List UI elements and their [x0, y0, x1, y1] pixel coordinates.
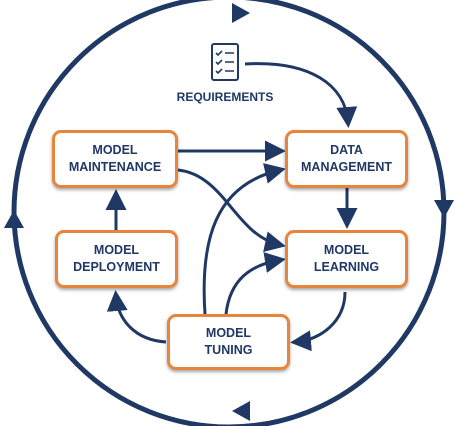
node-line: MODEL	[93, 243, 140, 257]
arrow-tuning-to-learning	[224, 252, 286, 315]
node-line: MODEL	[205, 326, 252, 340]
arrow-requirements-to-data-management	[244, 62, 358, 128]
cycle-arrowhead-right	[434, 200, 454, 218]
requirements-label: REQUIREMENTS	[176, 90, 274, 104]
node-model-tuning: MODEL TUNING	[167, 314, 290, 370]
checklist-icon	[211, 43, 239, 81]
arrow-learning-to-tuning	[290, 291, 347, 352]
arrow-maintenance-to-learning	[177, 168, 286, 252]
node-line: LEARNING	[313, 260, 380, 274]
node-line: MAINTENANCE	[68, 160, 162, 174]
arrow-tuning-to-deployment	[106, 290, 167, 344]
arrow-tuning-to-data-management	[202, 163, 286, 315]
node-model-deployment: MODEL DEPLOYMENT	[55, 230, 178, 288]
cycle-arrowhead-top	[232, 3, 250, 23]
node-line: DATA	[330, 143, 363, 157]
node-line: DEPLOYMENT	[73, 260, 160, 274]
node-data-management: DATA MANAGEMENT	[285, 130, 408, 188]
node-line: TUNING	[204, 343, 253, 357]
node-line: MODEL	[92, 143, 138, 157]
node-line: MODEL	[323, 243, 370, 257]
node-line: MANAGEMENT	[301, 160, 392, 174]
cycle-arrowhead-left	[4, 210, 24, 228]
cycle-arrowhead-bottom	[232, 401, 250, 421]
node-model-learning: MODEL LEARNING	[285, 230, 408, 288]
node-model-maintenance: MODEL MAINTENANCE	[52, 130, 178, 188]
